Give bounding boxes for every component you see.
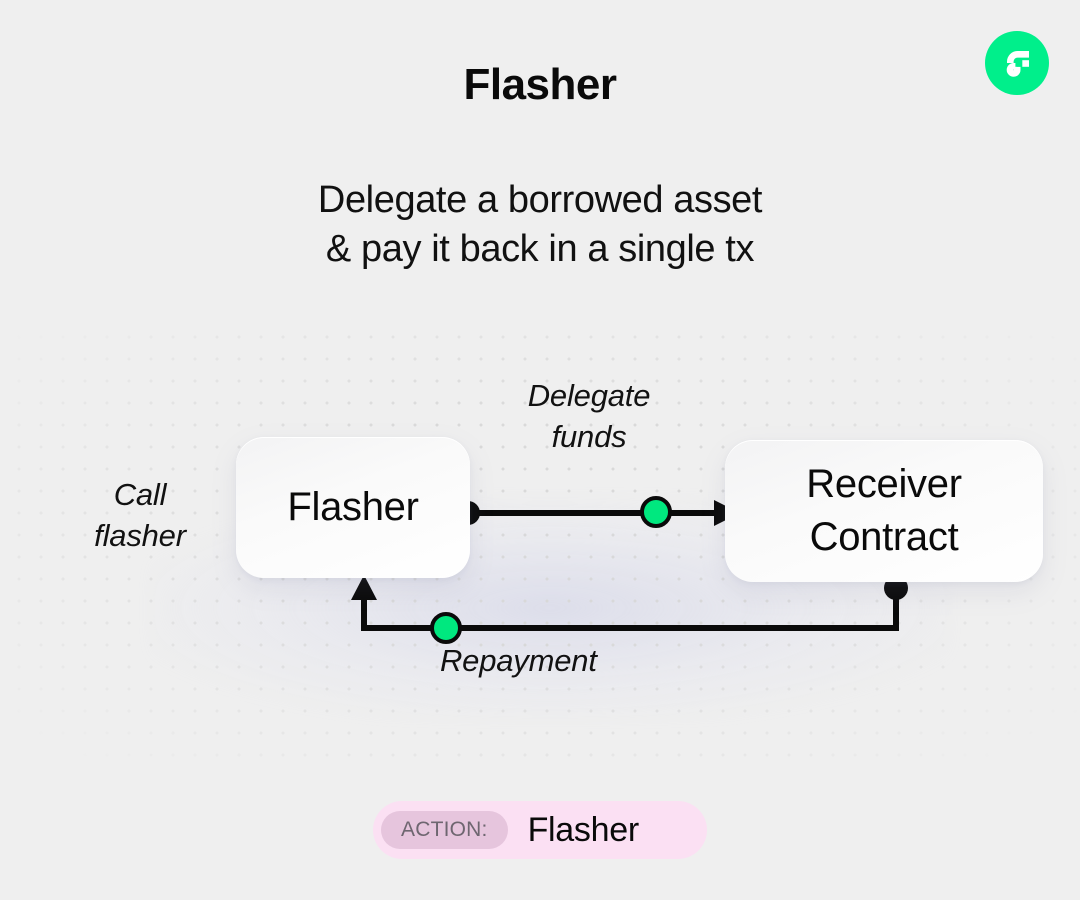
edge-label-call-flasher: Call flasher bbox=[94, 477, 186, 554]
node-flasher-label: Flasher bbox=[287, 485, 419, 529]
action-badge-key: ACTION: bbox=[381, 811, 508, 849]
flow-logo bbox=[985, 31, 1049, 95]
node-receiver-contract-label: Receiver Contract bbox=[806, 462, 962, 559]
edge-label-repayment: Repayment bbox=[440, 643, 597, 678]
node-receiver-contract[interactable]: Receiver Contract bbox=[725, 440, 1043, 582]
action-badge: ACTION: Flasher bbox=[373, 801, 707, 859]
action-badge-value: Flasher bbox=[527, 810, 640, 849]
node-flasher[interactable]: Flasher bbox=[236, 437, 470, 578]
flow-logo-icon bbox=[997, 43, 1037, 83]
subtitle-line-1: Delegate a borrowed asset bbox=[317, 179, 763, 221]
page-title: Flasher bbox=[463, 60, 617, 109]
page-subtitle: Delegate a borrowed asset & pay it back … bbox=[0, 176, 1080, 273]
edge-label-delegate-funds: Delegate funds bbox=[527, 378, 651, 455]
subtitle-line-2: & pay it back in a single tx bbox=[325, 227, 755, 270]
